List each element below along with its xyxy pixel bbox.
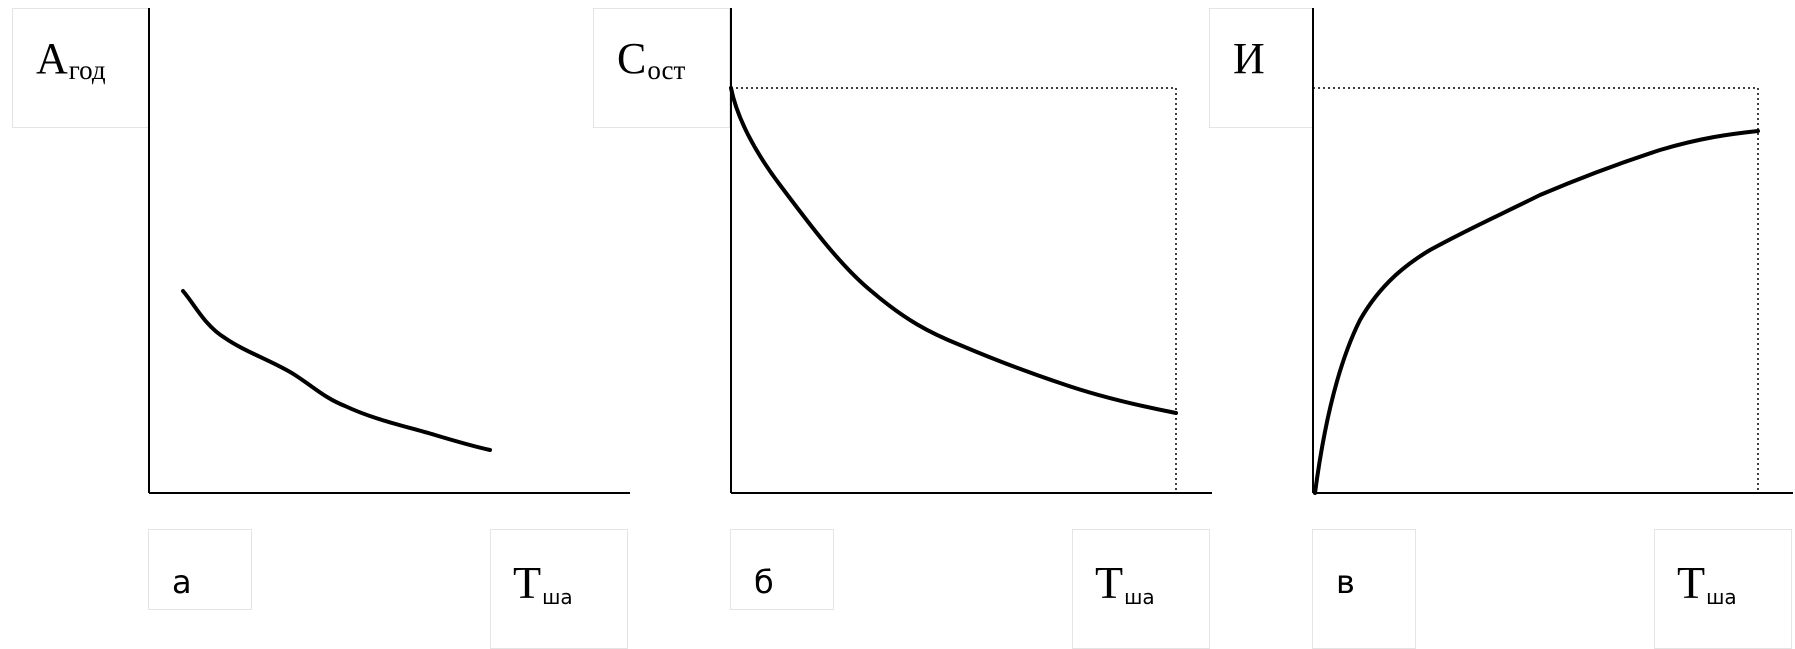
y-label-c-main: И [1233,34,1265,83]
panel-b [729,8,1212,494]
panel-letter-box-a [148,529,252,610]
y-label-a: Агод [36,34,106,84]
x-label-c-sub: ша [1706,585,1737,609]
y-label-box-a [12,8,149,128]
x-label-b-sub: ша [1124,585,1155,609]
y-label-a-sub: год [68,55,106,85]
panel-letter-b: б [754,563,774,601]
x-label-c-main: Т [1677,557,1706,608]
x-label-c: Тша [1677,557,1737,609]
curve-b [729,86,1178,415]
x-label-b: Тша [1095,557,1155,609]
y-label-b-sub: ост [647,55,686,85]
y-label-box-c [1209,8,1313,128]
y-label-box-b [593,8,730,128]
y-label-a-main: А [36,34,68,83]
x-label-a-sub: ша [542,585,573,609]
panel-a [148,8,630,494]
panel-letter-a: а [172,563,192,601]
curve-a [181,289,492,452]
y-label-c: И [1233,37,1266,81]
x-label-a-main: Т [513,557,542,608]
curve-c [1313,129,1760,495]
panel-letter-box-b [730,529,834,610]
x-label-box-c [1654,529,1792,649]
x-label-b-main: Т [1095,557,1124,608]
panel-c [1312,8,1793,495]
panel-letter-box-c [1312,529,1416,649]
x-label-box-b [1072,529,1210,649]
y-label-b: Сост [617,34,685,84]
y-label-b-main: С [617,34,647,83]
x-label-a: Тша [513,557,573,609]
panel-letter-c: в [1336,563,1355,601]
x-label-box-a [490,529,628,649]
